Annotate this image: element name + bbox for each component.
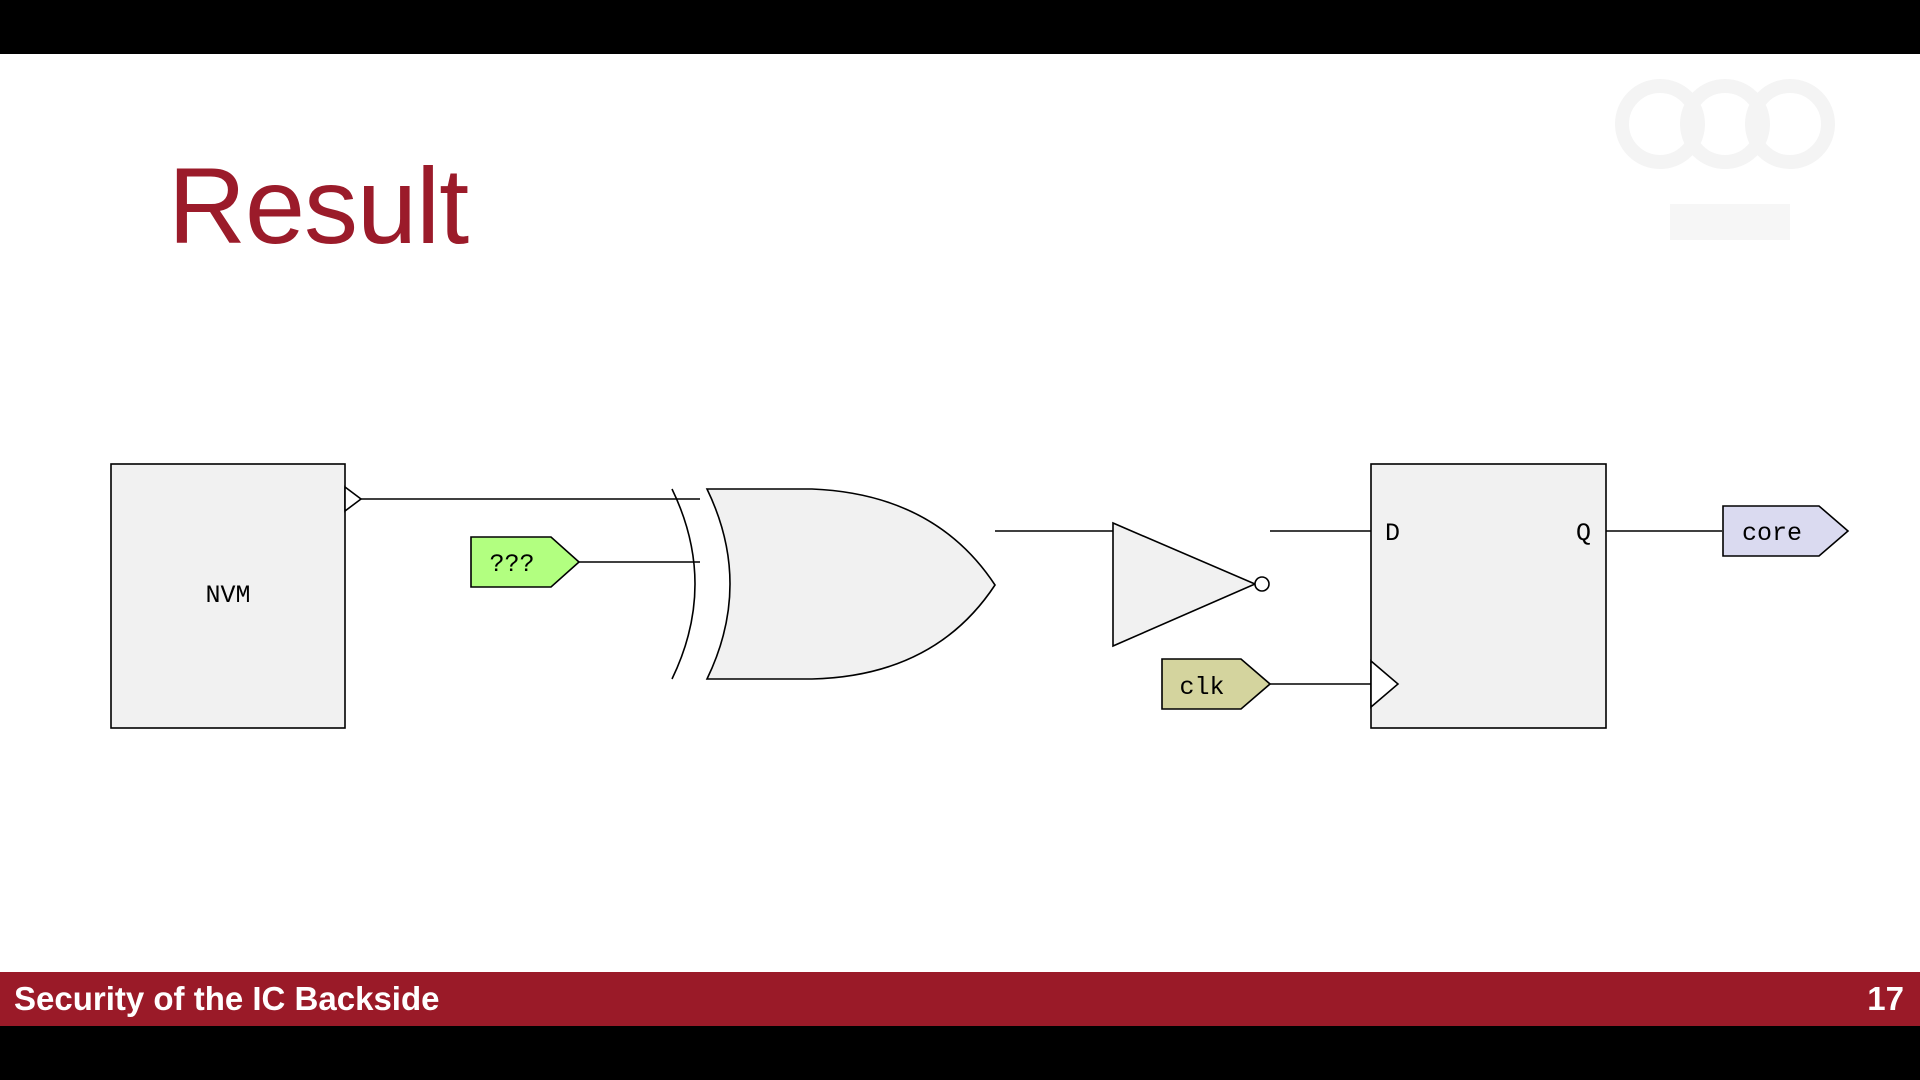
flipflop-clock-input-marker	[1370, 659, 1400, 709]
d-flipflop-block	[1370, 463, 1607, 729]
flipflop-q-label: Q	[1576, 519, 1591, 548]
clock-input-tag	[1161, 658, 1272, 710]
clock-input-label: clk	[1179, 673, 1224, 702]
unknown-input-label: ???	[489, 550, 534, 579]
xor-gate-input-arc	[671, 488, 696, 680]
nvm-output-port	[344, 485, 363, 513]
flipflop-d-label: D	[1385, 519, 1400, 548]
core-output-tag	[1722, 505, 1850, 557]
slide: Result NVM ???	[0, 54, 1920, 1026]
unknown-input-tag	[470, 536, 581, 588]
inverter-bubble	[1254, 576, 1270, 592]
core-output-label: core	[1742, 519, 1802, 548]
nvm-block	[110, 463, 346, 729]
page-number: 17	[1867, 980, 1904, 1017]
inverter-gate	[1112, 521, 1258, 648]
nvm-label: NVM	[205, 581, 250, 610]
circuit-diagram: NVM ??? D Q clk core	[110, 463, 1850, 729]
faint-logo-watermark	[1615, 79, 1835, 240]
slide-title: Result	[168, 145, 469, 266]
xor-gate	[705, 488, 996, 680]
footer-title: Security of the IC Backside	[14, 980, 440, 1017]
footer-bar: Security of the IC Backside 17	[0, 972, 1920, 1026]
